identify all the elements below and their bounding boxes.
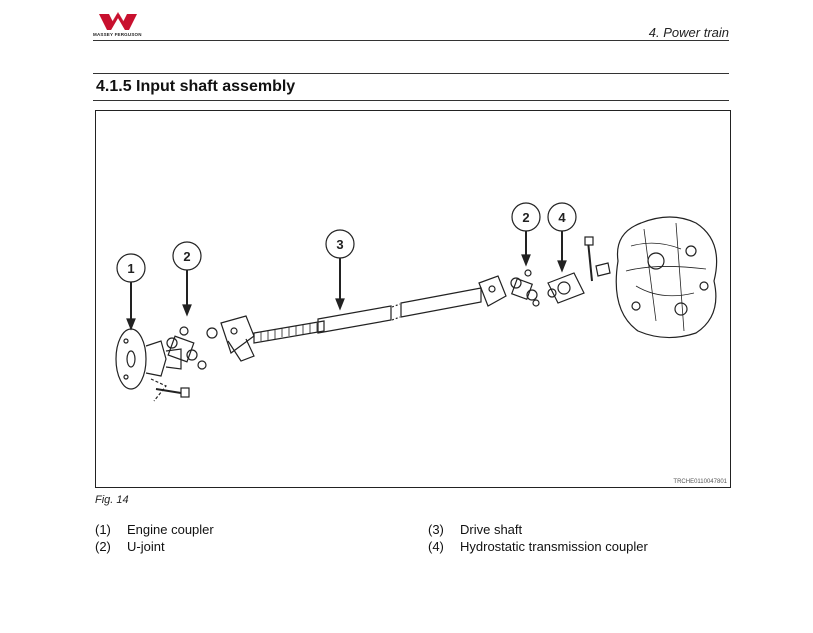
massey-ferguson-logo [99, 12, 137, 30]
legend-label: U-joint [127, 539, 165, 554]
header-divider [93, 40, 729, 41]
u-joint-left-part [166, 326, 218, 370]
callout-4: 4 [547, 202, 577, 273]
callout-1-label: 1 [127, 261, 134, 276]
figure-caption: Fig. 14 [95, 494, 129, 506]
legend-number: (2) [95, 539, 111, 554]
chapter-title: 4. Power train [648, 25, 729, 40]
brand-name: MASSEY FERGUSON [93, 32, 142, 37]
splined-section [253, 320, 325, 344]
callout-2-left-label: 2 [183, 249, 190, 264]
engine-coupler-part [115, 328, 190, 402]
section-top-rule [93, 73, 729, 74]
section-title: 4.1.5 Input shaft assembly [96, 78, 296, 95]
legend-label: Engine coupler [127, 522, 214, 537]
callout-2-right: 2 [511, 202, 541, 267]
legend-number: (4) [428, 539, 444, 554]
callout-3: 3 [325, 229, 355, 311]
input-shaft-drawing: 1 2 3 2 4 [115, 202, 718, 402]
legend-item-2: (2) U-joint [95, 539, 165, 554]
legend-number: (3) [428, 522, 444, 537]
section-bottom-rule [93, 100, 729, 101]
legend-item-3: (3) Drive shaft [428, 522, 522, 537]
hst-coupler-part [547, 236, 611, 304]
transmission-housing-part [615, 216, 718, 339]
callout-2-left: 2 [172, 241, 202, 317]
callout-3-label: 3 [336, 237, 343, 252]
legend-label: Drive shaft [460, 522, 523, 537]
callout-4-label: 4 [558, 210, 566, 225]
legend-item-1: (1) Engine coupler [95, 522, 214, 537]
callout-1: 1 [116, 253, 146, 331]
shaft-yoke-left [220, 315, 255, 362]
drive-shaft-part [317, 287, 482, 334]
exploded-view-figure: 1 2 3 2 4 [95, 110, 731, 488]
callout-2-right-label: 2 [522, 210, 529, 225]
shaft-yoke-right [478, 275, 507, 307]
legend-item-4: (4) Hydrostatic transmission coupler [428, 539, 648, 554]
u-joint-right-part [510, 269, 540, 307]
legend-label: Hydrostatic transmission coupler [460, 539, 648, 554]
legend-number: (1) [95, 522, 111, 537]
figure-reference-code: TRCHE0110047801 [673, 479, 727, 485]
